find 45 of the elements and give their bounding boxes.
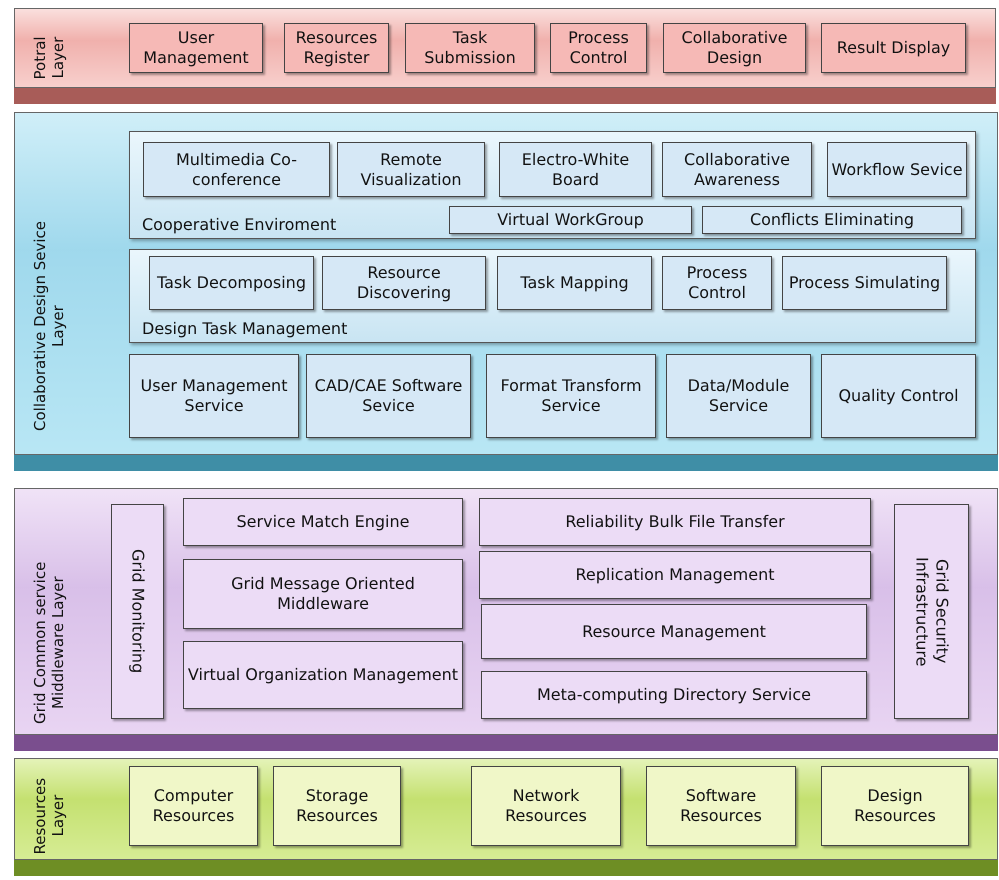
component-box: Quality Control [821,354,976,438]
group-panel [129,131,976,239]
component-box: Task Submission [405,23,535,73]
component-box: Remote Visualization [337,142,485,197]
component-box: Computer Resources [129,766,258,846]
component-box: Design Resources [821,766,969,846]
component-box: Service Match Engine [183,498,463,546]
panel-title: Cooperative Enviroment [142,215,336,234]
component-box: Virtual WorkGroup [449,206,692,234]
component-box: Software Resources [646,766,796,846]
component-box: Grid Security Infrastructure [894,504,969,719]
component-box: Process Control [662,256,772,310]
layer-title: Grid Common service Middleware Layer [31,560,67,726]
component-box: Process Simulating [782,256,947,310]
component-box: Virtual Organization Management [183,641,463,709]
component-box: Reliability Bulk File Transfer [479,498,871,546]
component-box: User Management [129,23,263,73]
component-box: Resource Management [481,604,867,659]
component-box: Collaborative Awareness [662,142,812,197]
component-box: Multimedia Co-conference [143,142,330,197]
component-box: Conflicts Eliminating [702,206,962,234]
component-box: Grid Monitoring [111,504,164,719]
group-panel [129,249,976,343]
component-box: Resources Register [284,23,389,73]
layer-title: Collaborative Design Sevice Layer [31,220,67,434]
component-box: Task Decomposing [149,256,314,310]
component-box: Network Resources [471,766,621,846]
component-box: Storage Resources [273,766,401,846]
component-box: Resource Discovering [322,256,486,310]
component-box: Process Control [550,23,647,73]
component-box: Format Transform Service [486,354,656,438]
component-box: Task Mapping [497,256,652,310]
panel-title: Design Task Management [142,319,348,338]
layer-title: Resources Layer [31,776,67,856]
component-box: Result Display [821,23,966,73]
component-box: Collaborative Design [663,23,806,73]
component-box: CAD/CAE Software Sevice [306,354,471,438]
component-box: Data/Module Service [666,354,811,438]
component-box: Grid Message Oriented Middleware [183,559,463,629]
component-box: Meta-computing Directory Service [481,671,867,719]
component-box: Replication Management [479,551,871,599]
component-box: User Management Service [129,354,299,438]
layer-title: Potral Layer [31,34,67,81]
component-box: Electro-White Board [499,142,652,197]
component-box: Workflow Sevice [827,142,967,197]
